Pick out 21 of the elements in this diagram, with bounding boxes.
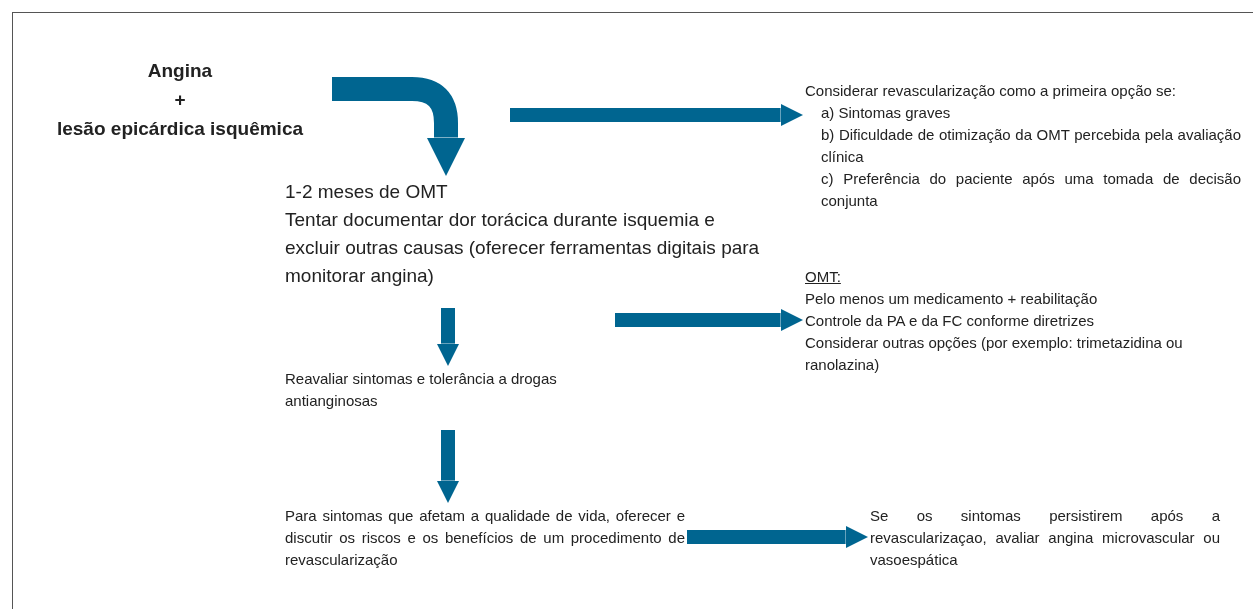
list-item: c) Preferência do paciente após uma tomada de decisão conjunta bbox=[820, 169, 1242, 211]
step-title: 1-2 meses de OMT bbox=[285, 180, 449, 204]
list-heading: Considerar revascularização como a primeira opção se: bbox=[805, 81, 1177, 101]
arrow bbox=[510, 103, 803, 127]
arrow bbox=[436, 308, 460, 366]
heading-text: + bbox=[173, 88, 187, 112]
list-item: a) Sintomas graves bbox=[820, 103, 952, 123]
step-text: Reavaliar sintomas e tolerância a drogas antianginosas bbox=[285, 369, 558, 411]
list-item: Controle da PA e da FC conforme diretrizes bbox=[805, 311, 1096, 331]
arrow bbox=[687, 525, 868, 549]
step-text: Para sintomas que afetam a qualidade de vida, oferecer e discutir os riscos e os benefícios de um procedimento de revascularização bbox=[285, 506, 685, 570]
arrow bbox=[332, 77, 466, 176]
heading-text: lesão epicárdica isquêmica bbox=[55, 117, 305, 141]
step-text: Se os sintomas persistirem após a revascularizaçao, avaliar angina microvascular ou vasoespática bbox=[870, 506, 1220, 570]
heading-text: Angina bbox=[146, 59, 214, 83]
arrow bbox=[615, 308, 803, 332]
arrow bbox=[436, 430, 460, 503]
section-heading: OMT: bbox=[805, 267, 842, 287]
list-item: Considerar outras opções (por exemplo: trimetazidina ou ranolazina) bbox=[805, 333, 1184, 375]
list-item: Pelo menos um medicamento + reabilitação bbox=[805, 289, 1099, 309]
step-text: Tentar documentar dor torácica durante isquemia e excluir outras causas (oferecer ferramentas digitais para monitorar angina) bbox=[285, 208, 761, 288]
